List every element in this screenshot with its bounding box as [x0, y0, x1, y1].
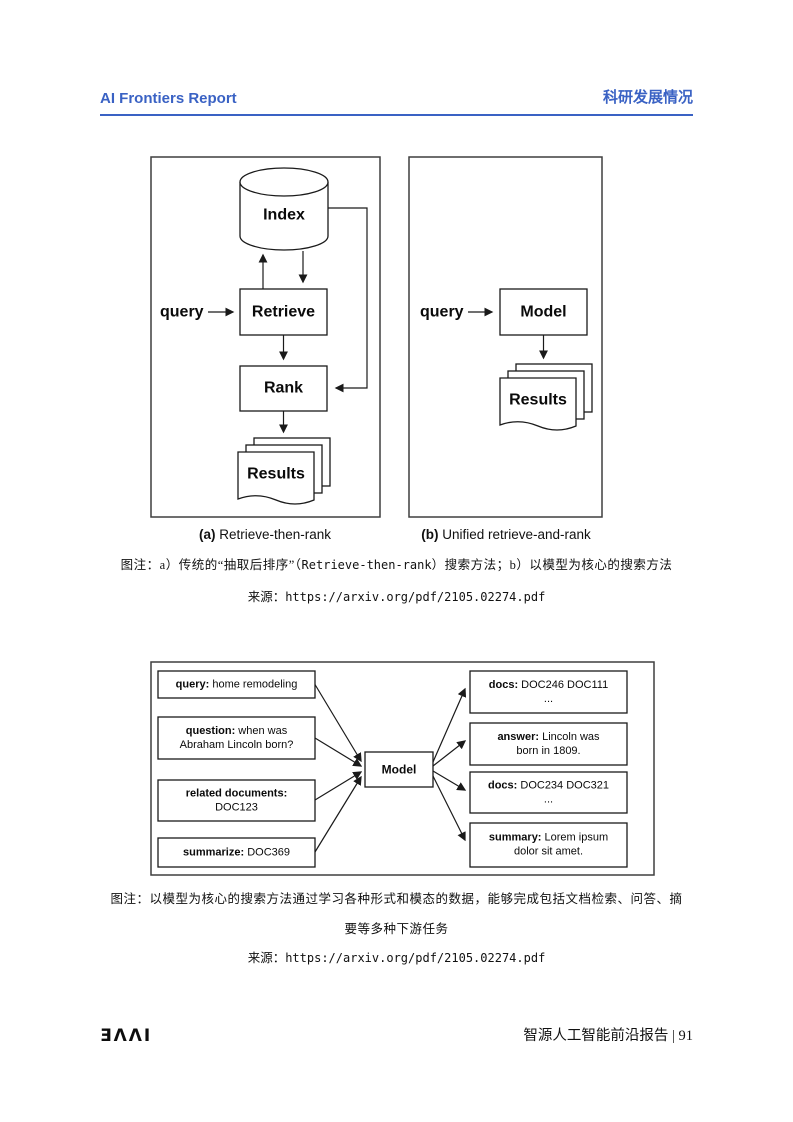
section-title: 科研发展情况 — [602, 89, 693, 106]
svg-text:question: when was: question: when was — [186, 725, 288, 737]
figure2-source-label: 来源： — [247, 951, 286, 965]
arrow-model-to-docs1 — [432, 687, 467, 763]
retrieve-box — [239, 288, 328, 336]
figure2-note-line2: 要等多种下游任务 — [344, 922, 449, 936]
results-label-a: Results — [247, 466, 305, 483]
caption-b: (b) Unified retrieve-and-rank — [409, 527, 603, 542]
arrow-model-to-docs2 — [432, 770, 467, 791]
retrieve-label: Retrieve — [252, 304, 315, 321]
query-label-a: query — [160, 304, 204, 321]
figure1-note-code: Retrieve-then-rank — [301, 558, 432, 572]
results-page-front — [237, 451, 315, 505]
output-box-answer: answer: Lincoln was born in 1809. — [469, 722, 628, 766]
arrow-model-to-summary — [432, 775, 466, 842]
panel-a-frame — [150, 156, 381, 518]
model-box-fig2: Model — [364, 751, 434, 788]
svg-text:...: ... — [544, 693, 553, 705]
model-label: Model — [520, 304, 566, 321]
svg-text:summarize: DOC369: summarize: DOC369 — [183, 847, 290, 859]
page-header: AI Frontiers Report 科研发展情况 — [100, 86, 693, 116]
svg-text:Abraham Lincoln born?: Abraham Lincoln born? — [180, 739, 294, 751]
query-label-b: query — [420, 304, 464, 321]
svg-text:docs: DOC234 DOC321: docs: DOC234 DOC321 — [488, 780, 609, 792]
svg-text:born in 1809.: born in 1809. — [516, 745, 580, 757]
figure2-source-url: https://arxiv.org/pdf/2105.02274.pdf — [285, 951, 546, 965]
figure2-diagram: query: home remodeling question: when wa… — [150, 661, 655, 876]
report-title: AI Frontiers Report — [100, 90, 237, 107]
figure1-source: 来源：https://arxiv.org/pdf/2105.02274.pdf — [40, 586, 753, 605]
input-box-query: query: home remodeling — [157, 670, 316, 699]
panel-b-frame — [408, 156, 603, 518]
figure1-note-part2: ）搜索方法；b）以模型为核心的搜索方法 — [431, 558, 673, 572]
caption-b-prefix: (b) — [421, 527, 439, 542]
results-page-front — [499, 377, 577, 431]
figure2-source: 来源：https://arxiv.org/pdf/2105.02274.pdf — [40, 947, 753, 966]
svg-text:docs: DOC246 DOC111: docs: DOC246 DOC111 — [489, 679, 608, 691]
caption-a-prefix: (a) — [198, 527, 216, 542]
arrow-summarize-to-model — [314, 775, 362, 853]
baai-logo: ƎΛΛI — [100, 1026, 153, 1046]
index-cylinder — [239, 182, 329, 251]
model-label-fig2: Model — [382, 763, 417, 777]
arrow-docs-to-model — [314, 771, 363, 801]
rank-label: Rank — [264, 380, 303, 397]
arrow-query-to-model — [314, 684, 362, 763]
svg-text:dolor sit amet.: dolor sit amet. — [514, 846, 583, 858]
caption-a: (a) Retrieve-then-rank — [150, 527, 380, 542]
svg-text:...: ... — [544, 794, 553, 806]
page-number-text: 智源人工智能前沿报告 | 91 — [523, 1028, 693, 1044]
output-box-docs1: docs: DOC246 DOC111 ... — [469, 670, 628, 714]
figure1-diagram: Index Retrieve query Rank Results query — [150, 156, 603, 518]
index-cylinder-top — [239, 167, 329, 197]
svg-text:summary: Lorem ipsum: summary: Lorem ipsum — [489, 832, 608, 844]
figure1-note: 图注：a）传统的“抽取后排序”（Retrieve-then-rank）搜索方法；… — [40, 554, 753, 573]
figure1-note-part1: 图注：a）传统的“抽取后排序”（ — [120, 558, 302, 572]
figure1-source-url: https://arxiv.org/pdf/2105.02274.pdf — [285, 590, 546, 604]
svg-text:related documents:: related documents: — [186, 788, 287, 800]
input-box-question: question: when was Abraham Lincoln born? — [157, 716, 316, 760]
results-stack-a: Results — [237, 437, 331, 505]
input-box-summarize: summarize: DOC369 — [157, 837, 316, 868]
figure1-source-label: 来源： — [247, 590, 286, 604]
input-box-related-documents: related documents: DOC123 — [157, 779, 316, 822]
svg-text:answer: Lincoln was: answer: Lincoln was — [497, 731, 600, 743]
output-box-summary: summary: Lorem ipsum dolor sit amet. — [469, 822, 628, 868]
results-label-b: Results — [509, 392, 567, 409]
caption-b-text: Unified retrieve-and-rank — [438, 527, 591, 542]
caption-a-text: Retrieve-then-rank — [215, 527, 332, 542]
index-to-rank-arrow — [328, 207, 368, 393]
figure2-note-line1: 图注：以模型为核心的搜索方法通过学习各种形式和模态的数据，能够完成包括文档检索、… — [110, 892, 683, 906]
model-box — [499, 288, 588, 336]
arrow-model-to-answer — [432, 740, 467, 767]
results-stack-b: Results — [499, 363, 593, 431]
arrow-question-to-model — [314, 737, 363, 767]
figure2-frame — [150, 661, 655, 876]
output-box-docs2: docs: DOC234 DOC321 ... — [469, 771, 628, 814]
svg-text:query: home remodeling: query: home remodeling — [176, 679, 298, 691]
index-label: Index — [263, 207, 305, 224]
svg-text:DOC123: DOC123 — [215, 802, 258, 814]
